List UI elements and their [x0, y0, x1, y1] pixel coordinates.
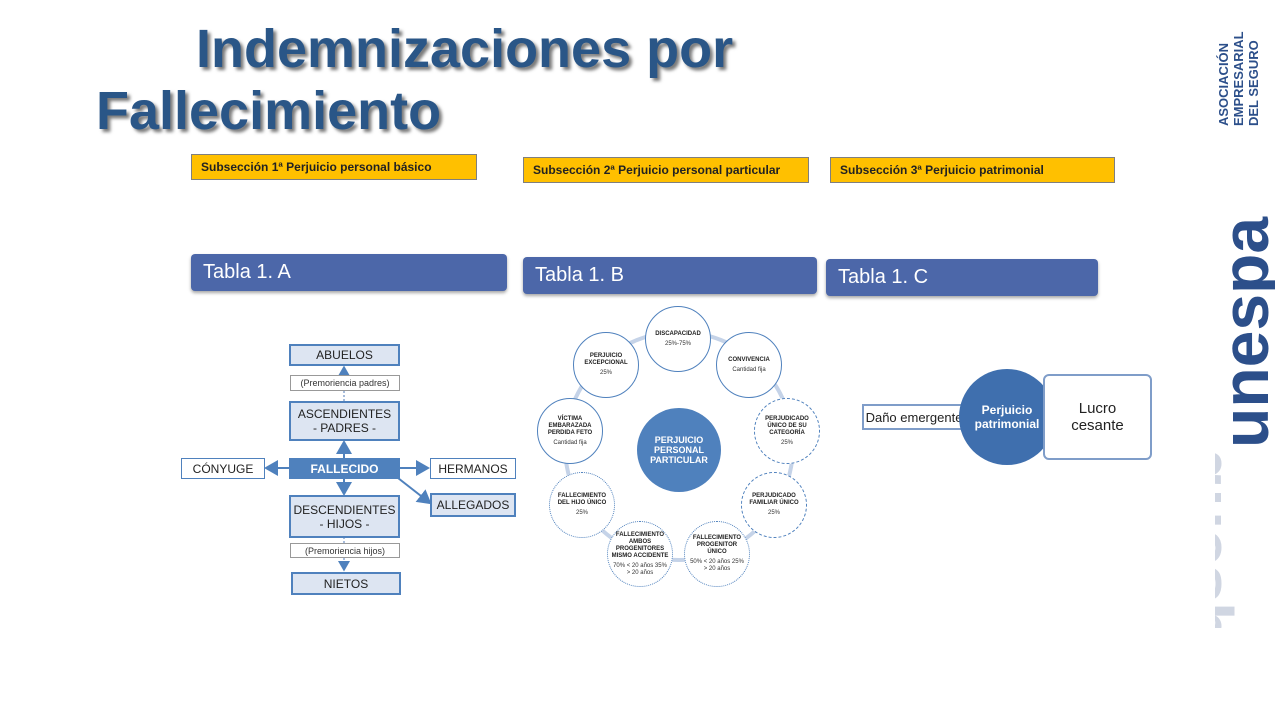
logo-line-1: ASOCIACIÓN [1216, 43, 1231, 126]
node-discapacidad: DISCAPACIDAD 25%-75% [645, 306, 711, 372]
node-victima-embarazada: VÍCTIMA EMBARAZADA PERDIDA FETO Cantidad… [537, 398, 603, 464]
node-descendientes: DESCENDIENTES - HIJOS - [289, 495, 400, 538]
subsection-3-label: Subsección 3ª Perjuicio patrimonial [830, 157, 1115, 183]
unespa-logo: ASOCIACIÓN EMPRESARIAL DEL SEGURO unespa… [1161, 8, 1280, 680]
node-lucro-cesante: Lucro cesante [1043, 374, 1152, 460]
node-perjuicio-patrimonial: Perjuicio patrimonial [959, 369, 1055, 465]
node-perjuicio-excepcional: PERJUICIO EXCEPCIONAL 25% [573, 332, 639, 398]
node-ascendientes: ASCENDIENTES - PADRES - [289, 401, 400, 441]
node-perjudicado-familiar-unico: PERJUDICADO FAMILIAR ÚNICO 25% [741, 472, 807, 538]
node-fallecimiento-ambos-progenitores: FALLECIMIENTO AMBOS PROGENITORES MISMO A… [607, 521, 673, 587]
node-fallecimiento-hijo-unico: FALLECIMIENTO DEL HIJO ÚNICO 25% [549, 472, 615, 538]
node-abuelos: ABUELOS [289, 344, 400, 366]
node-perjudicado-unico-categoria: PERJUDICADO ÚNICO DE SU CATEGORÍA 25% [754, 398, 820, 464]
node-fallecimiento-progenitor-unico: FALLECIMIENTO PROGENITOR ÚNICO 50% < 20 … [684, 521, 750, 587]
unespa-logo-graphic: ASOCIACIÓN EMPRESARIAL DEL SEGURO unespa… [1161, 28, 1280, 680]
logo-brand: unespa [1215, 216, 1275, 448]
node-perjuicio-personal-particular: PERJUICIO PERSONAL PARTICULAR [637, 408, 721, 492]
subsection-2-label: Subsección 2ª Perjuicio personal particu… [523, 157, 809, 183]
node-premoriencia-padres: (Premoriencia padres) [290, 375, 400, 391]
logo-line-3: DEL SEGURO [1246, 40, 1261, 126]
logo-line-2: EMPRESARIAL [1231, 31, 1246, 126]
node-dano-emergente: Daño emergente [862, 404, 966, 430]
node-conyuge: CÓNYUGE [181, 458, 265, 479]
node-hermanos: HERMANOS [430, 458, 516, 479]
node-premoriencia-hijos: (Premoriencia hijos) [290, 543, 400, 558]
tabla-1b-header: Tabla 1. B [523, 257, 817, 294]
node-fallecido: FALLECIDO [289, 458, 400, 479]
title-line-2: Fallecimiento [96, 81, 442, 141]
logo-brand-reflection: unespa [1215, 448, 1235, 628]
tabla-1c-header: Tabla 1. C [826, 259, 1098, 296]
page-title: Indemnizaciones por Fallecimiento [96, 18, 856, 142]
node-nietos: NIETOS [291, 572, 401, 595]
node-convivencia: CONVIVENCIA Cantidad fija [716, 332, 782, 398]
title-line-1: Indemnizaciones por [196, 19, 734, 79]
tabla-1a-header: Tabla 1. A [191, 254, 507, 291]
subsection-1-label: Subsección 1ª Perjuicio personal básico [191, 154, 477, 180]
svg-text:ASOCIACIÓN EMPRESARIAL: ASOCIACIÓN EMPRESARIAL DEL SEGURO [1216, 28, 1261, 126]
node-allegados: ALLEGADOS [430, 493, 516, 517]
